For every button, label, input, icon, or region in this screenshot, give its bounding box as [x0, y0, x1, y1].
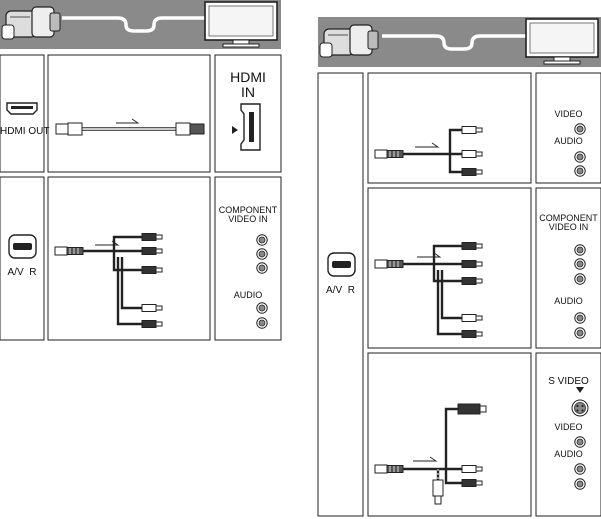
component-cable [54, 233, 163, 328]
av-r-label: A/V R [326, 285, 355, 296]
cable-squiggle [382, 34, 528, 51]
hdmi-cable [55, 122, 205, 136]
video-label: VIDEO [554, 109, 583, 119]
audio-label: AUDIO [554, 449, 583, 459]
hdmi-port-icon [6, 102, 38, 115]
component-tv-box [214, 176, 282, 341]
rca-jack-icon [256, 234, 268, 246]
component-cable-box [47, 176, 211, 341]
hdmi-out-label: HDMI OUT [0, 126, 50, 137]
rca-jack-icon [256, 248, 268, 260]
rca-jack-icon [574, 165, 586, 177]
component-video-in-label: COMPONENT VIDEO IN [218, 205, 278, 225]
audio-label: AUDIO [554, 296, 583, 306]
cable-direction-arrow-icon [413, 456, 438, 462]
hdmi-in-port-icon [232, 103, 261, 151]
svideo-cable-box [367, 352, 532, 517]
composite-cable [374, 126, 483, 176]
left-panel [0, 0, 282, 341]
video-label: VIDEO [554, 422, 583, 432]
cable-direction-arrow-icon [417, 252, 442, 258]
camcorder-icon [319, 24, 379, 58]
audio-label: AUDIO [233, 290, 263, 300]
av-remote-port-icon [8, 234, 37, 259]
rca-jack-icon [574, 436, 586, 448]
component-cable [374, 242, 483, 338]
rca-jack-icon [574, 258, 586, 270]
cable-direction-arrow-icon [95, 240, 120, 246]
rca-jack-icon [256, 262, 268, 274]
component-tv-box [535, 187, 601, 349]
rca-jack-icon [574, 478, 586, 490]
jack-column-box [317, 72, 364, 517]
svideo-jack-icon [571, 387, 589, 417]
rca-jack-icon [574, 123, 586, 135]
right-panel [317, 17, 601, 517]
av-remote-port-icon [327, 252, 356, 277]
tv-monitor-icon [204, 1, 278, 48]
cable-direction-arrow-icon [415, 142, 440, 148]
rca-jack-icon [574, 463, 586, 475]
s-video-label: S VIDEO [548, 376, 589, 387]
rca-jack-icon [574, 244, 586, 256]
svideo-tv-box [535, 352, 601, 517]
svideo-cable [374, 403, 487, 505]
rca-jack-icon [574, 273, 586, 285]
hdmi-cable-box [47, 54, 211, 173]
component-video-in-label: COMPONENT VIDEO IN [539, 213, 598, 233]
tv-monitor-icon [525, 18, 599, 65]
rca-jack-icon [256, 302, 268, 314]
composite-tv-box [535, 72, 601, 184]
rca-jack-icon [574, 327, 586, 339]
rca-jack-icon [256, 317, 268, 329]
hdmi-in-label: HDMI IN [230, 69, 266, 100]
rca-jack-icon [574, 151, 586, 163]
cable-direction-arrow-icon [116, 118, 140, 124]
audio-label: AUDIO [554, 136, 583, 146]
av-r-label: A/V R [7, 267, 37, 278]
rca-jack-icon [574, 312, 586, 324]
cable-squiggle [62, 16, 210, 33]
camcorder-icon [1, 6, 61, 40]
